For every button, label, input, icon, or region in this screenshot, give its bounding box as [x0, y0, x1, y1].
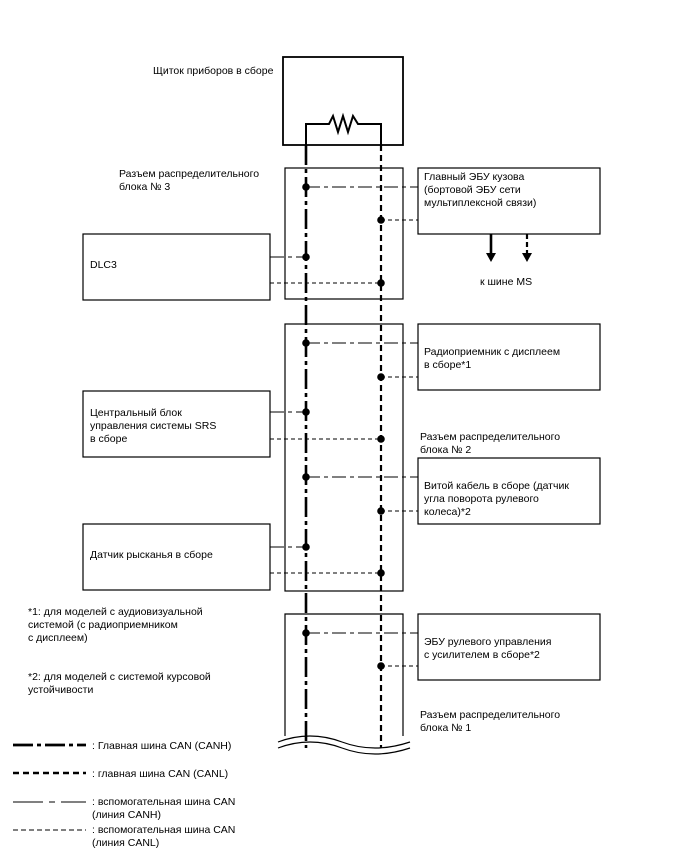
junction-connector-1-box	[284, 613, 404, 736]
instrument-cluster-label: Щиток приборов в сборе	[153, 65, 274, 77]
junction-dot	[302, 629, 310, 637]
junction-connector-2-label: Разъем распределительного блока № 2	[420, 431, 561, 456]
junction-dot	[302, 543, 310, 551]
dlc3-box	[82, 233, 271, 301]
junction-dot	[302, 408, 310, 416]
junction-dot	[302, 473, 310, 481]
junction-dot	[377, 435, 385, 443]
junction-dot	[377, 279, 385, 287]
spiral-cable-box	[417, 457, 601, 525]
main-body-ecu-label: Главный ЭБУ кузова (бортовой ЭБУ сети му…	[424, 171, 537, 209]
legend-branch-canh: : вспомогательная шина CAN (линия CANH)	[92, 796, 236, 821]
junction-connector-1-label: Разъем распределительного блока № 1	[420, 709, 561, 734]
yaw-sensor-label: Датчик рысканья в сборе	[90, 549, 213, 561]
junction-connector-3-box	[284, 167, 404, 300]
to-ms-bus-label: к шине MS	[480, 276, 533, 288]
srs-center-label: Центральный блок управления системы SRS …	[90, 407, 217, 445]
legend-branch-canl: : вспомогательная шина CAN (линия CANL)	[92, 824, 236, 849]
eps-ecu-label: ЭБУ рулевого управления с усилителем в с…	[424, 636, 552, 661]
junction-dot	[302, 339, 310, 347]
main-body-ecu-box	[417, 167, 601, 235]
junction-dot	[377, 216, 385, 224]
junction-dot	[377, 507, 385, 515]
junction-dot	[377, 569, 385, 577]
junction-dot	[302, 183, 310, 191]
ms-bus-arrowhead-canl	[522, 253, 532, 262]
junction-connector-2-box	[284, 323, 404, 592]
junction-connector-3-label: Разъем распределительного блока № 3	[119, 168, 260, 193]
junction-dot	[377, 662, 385, 670]
legend-main-canh: : Главная шина CAN (CANH)	[92, 740, 232, 752]
junction-dot	[302, 253, 310, 261]
wavy-break-line	[277, 735, 411, 749]
radio-receiver-box	[417, 323, 601, 391]
radio-receiver-label: Радиоприемник с дисплеем в сборе*1	[424, 346, 561, 371]
wavy-break-line-2	[277, 741, 411, 755]
terminator-resistor	[305, 112, 382, 145]
instrument-cluster-box	[282, 56, 404, 146]
ms-bus-arrowhead-canh	[486, 253, 496, 262]
junction-dot	[377, 373, 385, 381]
eps-ecu-box	[417, 613, 601, 681]
spiral-cable-label: Витой кабель в сборе (датчик угла поворо…	[424, 480, 569, 518]
footnote-1: *1: для моделей с аудиовизуальной систем…	[28, 606, 203, 644]
dlc3-label: DLC3	[90, 259, 117, 271]
yaw-sensor-box	[82, 523, 271, 591]
srs-center-box	[82, 390, 271, 458]
footnote-2: *2: для моделей с системой курсовой усто…	[28, 671, 211, 696]
legend-main-canl: : главная шина CAN (CANL)	[92, 768, 229, 780]
